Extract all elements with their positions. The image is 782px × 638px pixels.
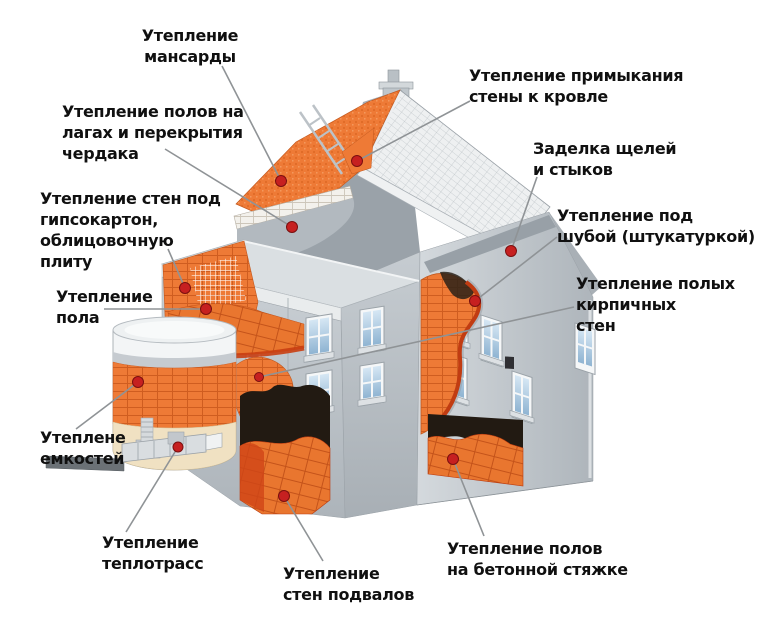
- label-attic-floors: Утепление полов на лагах и перекрытия че…: [62, 102, 244, 163]
- window: [303, 313, 335, 363]
- marker-dot-basement-walls: [278, 490, 290, 502]
- label-floor: Утепление пола: [56, 287, 153, 327]
- label-heat-pipes: Утепление теплотрасс: [102, 533, 204, 573]
- leader-line-tanks: [75, 381, 139, 430]
- facade-se-eave-shadow: [424, 215, 556, 273]
- marker-dot-tanks: [132, 376, 144, 388]
- window: [574, 322, 596, 376]
- label-gap-sealing: Заделка щелей и стыков: [533, 139, 677, 179]
- heat-pipe-joints: [137, 437, 187, 460]
- leader-line-drywall-walls: [167, 248, 186, 289]
- label-wall-roof-junction: Утепление примыкания стены к кровле: [469, 66, 684, 106]
- marker-dots: [132, 155, 517, 502]
- marker-dot-concrete-floors: [447, 453, 459, 465]
- pipes: [45, 417, 223, 472]
- label-mansard: Утепление мансарды: [141, 26, 239, 66]
- marker-dot-attic-floors: [286, 221, 298, 233]
- vertical-ribbed-pipe: [140, 417, 154, 445]
- marker-dot-drywall-walls: [179, 282, 191, 294]
- leader-line-gap-sealing: [510, 176, 538, 252]
- concrete-floor-insulation: [427, 433, 524, 487]
- vent-icon: [505, 356, 514, 369]
- dark-pipe: [45, 455, 125, 472]
- leader-line-concrete-floors: [452, 458, 485, 537]
- window: [509, 370, 535, 425]
- leader-line-plaster-coat: [474, 236, 558, 302]
- pipe-outlet: [205, 432, 223, 451]
- label-tanks: Утеплене емкостей: [40, 428, 126, 468]
- marker-dot-wall-roof-junction: [351, 155, 363, 167]
- tank-band-grey: [113, 352, 236, 370]
- window: [357, 361, 387, 407]
- window: [357, 305, 387, 355]
- window: [478, 314, 505, 368]
- basement-cutaway-left: [239, 384, 331, 515]
- leader-line-mansard: [221, 65, 282, 182]
- mansard-insulation-cutaway: [233, 89, 401, 260]
- basement-cutaway-right: [427, 414, 524, 487]
- leader-line-wall-roof-junction: [356, 100, 471, 162]
- mansard-insulation-texture: [236, 90, 400, 226]
- mesh-patch: [190, 256, 246, 312]
- marker-dot-gap-sealing: [505, 245, 517, 257]
- leader-lines: [75, 65, 575, 562]
- leader-line-attic-floors: [164, 148, 293, 228]
- leader-line-hollow-brick: [258, 306, 575, 378]
- marker-dot-plaster-coat: [469, 295, 481, 307]
- label-plaster-coat: Утепление под шубой (штукатуркой): [557, 206, 755, 246]
- marker-dot-mansard: [275, 175, 287, 187]
- se-wall-bottom-edge: [416, 480, 594, 506]
- label-concrete-floors: Утепление полов на бетонной стяжке: [447, 539, 628, 579]
- valley-insulation-wedge: [341, 127, 375, 175]
- basement-insulation-shadow: [240, 443, 264, 512]
- leader-line-heat-pipes: [125, 446, 179, 533]
- marker-dot-heat-pipes: [172, 441, 184, 453]
- leader-line-basement-walls: [283, 495, 324, 562]
- terrace-edge-highlight: [242, 240, 420, 282]
- label-hollow-brick: Утепление полых кирпичных стен: [576, 274, 735, 335]
- marker-dot-floor: [200, 303, 212, 315]
- label-drywall-walls: Утепление стен под гипсокартон, облицово…: [40, 189, 221, 271]
- tank-insulation-band: [112, 361, 237, 431]
- label-basement-walls: Утепление стен подвалов: [283, 564, 415, 604]
- marker-dot-hollow-brick: [254, 372, 264, 382]
